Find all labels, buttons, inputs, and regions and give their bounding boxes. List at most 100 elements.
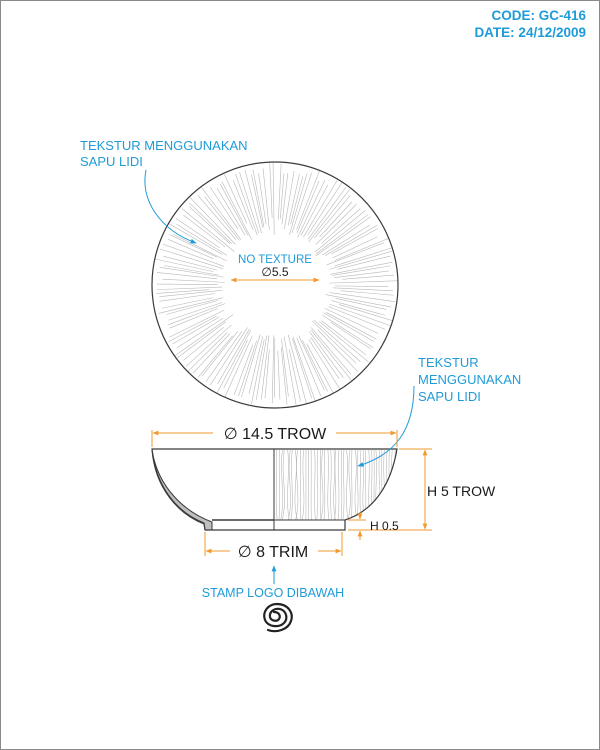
texture-stroke bbox=[313, 319, 361, 362]
texture-stroke bbox=[232, 180, 254, 230]
texture-stroke bbox=[278, 164, 282, 220]
texture-stroke bbox=[197, 195, 237, 241]
texture-stroke bbox=[159, 290, 223, 297]
texture-stroke bbox=[176, 223, 228, 256]
texture-stroke bbox=[235, 173, 258, 236]
texture-stroke bbox=[322, 315, 374, 348]
top-texture-leader bbox=[144, 169, 197, 244]
texture-stroke bbox=[307, 182, 343, 236]
texture-stroke bbox=[334, 237, 390, 261]
texture-stroke bbox=[317, 329, 358, 372]
texture-stroke bbox=[287, 334, 308, 405]
spiral-logo-icon bbox=[263, 602, 293, 633]
texture-stroke bbox=[296, 337, 322, 397]
texture-stroke bbox=[319, 449, 322, 520]
texture-stroke bbox=[294, 449, 298, 520]
texture-stroke bbox=[329, 280, 398, 284]
texture-stroke bbox=[314, 449, 316, 520]
texture-stroke bbox=[297, 180, 326, 238]
texture-stroke bbox=[329, 292, 396, 302]
texture-stroke bbox=[340, 449, 343, 520]
texture-stroke bbox=[173, 314, 234, 357]
texture-stroke bbox=[161, 297, 214, 309]
title-block: CODE: GC-416 DATE: 24/12/2009 bbox=[474, 7, 586, 41]
texture-stroke bbox=[241, 334, 261, 398]
texture-stroke bbox=[311, 320, 357, 364]
texture-stroke bbox=[296, 180, 320, 234]
texture-stroke bbox=[169, 309, 225, 338]
texture-stroke bbox=[350, 449, 353, 520]
texture-stroke bbox=[301, 449, 305, 520]
side-texture-leader bbox=[357, 385, 415, 467]
texture-stroke bbox=[319, 201, 353, 238]
texture-stroke bbox=[193, 333, 231, 374]
texture-stroke bbox=[280, 347, 288, 405]
texture-stroke bbox=[390, 449, 393, 520]
texture-stroke bbox=[330, 321, 371, 350]
texture-stroke bbox=[321, 320, 367, 356]
texture-stroke bbox=[385, 449, 388, 520]
texture-stroke bbox=[329, 303, 392, 327]
texture-stroke bbox=[216, 330, 251, 394]
top-texture-note-line1: TEKSTUR MENGGUNAKAN bbox=[80, 138, 248, 153]
texture-stroke bbox=[189, 206, 231, 245]
texture-stroke bbox=[298, 335, 325, 391]
texture-stroke bbox=[217, 329, 250, 384]
height-label: H 5 TROW bbox=[427, 483, 496, 499]
texture-stroke bbox=[167, 303, 226, 326]
texture-stroke bbox=[251, 339, 265, 405]
texture-stroke bbox=[201, 331, 238, 377]
texture-stroke bbox=[362, 449, 365, 520]
texture-stroke bbox=[275, 449, 278, 520]
texture-stroke bbox=[224, 336, 253, 398]
texture-stroke bbox=[158, 297, 224, 314]
texture-stroke bbox=[183, 214, 226, 248]
texture-stroke bbox=[315, 216, 371, 257]
texture-stroke bbox=[287, 449, 290, 520]
texture-stroke bbox=[168, 302, 223, 321]
texture-stroke bbox=[176, 318, 224, 349]
texture-stroke bbox=[334, 247, 392, 267]
texture-stroke bbox=[308, 338, 340, 389]
texture-stroke bbox=[256, 335, 268, 400]
texture-stroke bbox=[205, 331, 243, 382]
texture-stroke bbox=[288, 349, 301, 402]
texture-stroke bbox=[216, 187, 246, 236]
texture-stroke bbox=[323, 449, 326, 520]
texture-stroke bbox=[271, 335, 275, 404]
texture-stroke bbox=[167, 222, 223, 255]
texture-stroke bbox=[340, 290, 394, 296]
texture-stroke bbox=[333, 449, 336, 520]
no-texture-center bbox=[227, 237, 323, 333]
texture-stroke bbox=[169, 234, 218, 258]
texture-stroke bbox=[302, 340, 328, 392]
texture-stroke bbox=[221, 181, 253, 240]
texture-stroke bbox=[224, 174, 248, 224]
texture-stroke bbox=[280, 449, 283, 520]
texture-stroke bbox=[281, 339, 289, 397]
texture-stroke bbox=[162, 243, 225, 267]
texture-stroke bbox=[197, 335, 233, 378]
texture-stroke bbox=[342, 274, 395, 280]
texture-stroke bbox=[296, 170, 321, 230]
texture-stroke bbox=[189, 197, 236, 245]
texture-stroke bbox=[200, 186, 242, 240]
foot-diameter-label: ∅ 8 TRIM bbox=[238, 544, 309, 561]
texture-stroke bbox=[311, 329, 352, 381]
bowl-section-wall bbox=[151, 449, 213, 531]
texture-stroke bbox=[292, 336, 316, 402]
texture-stroke bbox=[329, 251, 392, 270]
texture-stroke bbox=[156, 289, 210, 294]
texture-stroke bbox=[346, 449, 349, 520]
texture-stroke bbox=[307, 186, 347, 240]
texture-stroke bbox=[359, 449, 362, 520]
texture-stroke bbox=[289, 173, 308, 235]
texture-stroke bbox=[280, 173, 285, 219]
texture-stroke bbox=[291, 172, 312, 234]
texture-stroke bbox=[209, 186, 239, 230]
no-texture-label: NO TEXTURE bbox=[238, 254, 312, 266]
texture-stroke bbox=[233, 344, 254, 396]
diameter-label: ∅ 14.5 TROW bbox=[224, 426, 327, 443]
texture-stroke bbox=[172, 316, 220, 345]
